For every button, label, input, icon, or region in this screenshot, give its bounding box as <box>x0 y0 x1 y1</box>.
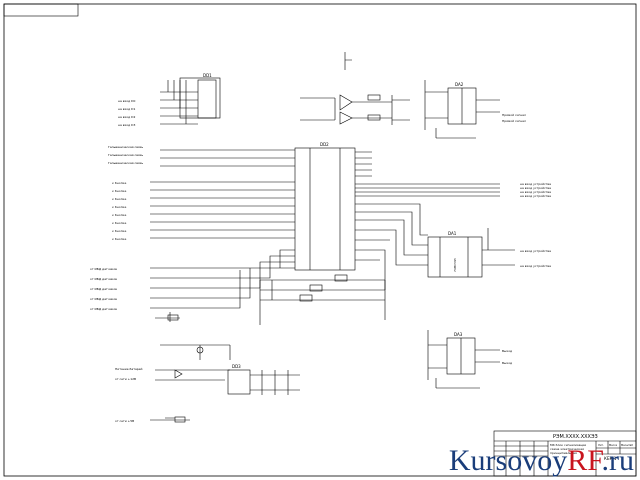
right-row-labels: на вход устройства на вход устройства на… <box>520 182 551 198</box>
stamp-mass-label: Масса <box>609 443 617 447</box>
left-mid-label: Гальваническая связь <box>108 161 143 165</box>
left-key-label: к Кнопке <box>112 189 126 193</box>
stamp-sheet-label: Лит. <box>598 443 604 447</box>
left-mid-label: Гальваническая связь <box>108 153 143 157</box>
left-key-label: к Кнопке <box>112 181 126 185</box>
stamp-title: РЭМ.ХХХХ.ХХХЭЗ <box>553 434 598 440</box>
watermark-tail: .ru <box>601 444 635 477</box>
chip-dd3-label: DD3 <box>232 364 241 369</box>
left-key-label: к Кнопке <box>112 197 126 201</box>
left-bottom-label: от сети +12В <box>115 377 136 381</box>
left-sensor-label: от ИБД датчиков <box>90 287 117 291</box>
stamp-group: КБК-1 <box>604 456 617 461</box>
left-bottom-label: Питание батарей <box>115 367 143 371</box>
stamp-scale-label: Масштаб <box>621 443 633 447</box>
left-bottom-label: от сети +5В <box>115 419 134 423</box>
chip-da3-label: DA3 <box>454 332 463 337</box>
watermark-accent: RF <box>567 444 602 477</box>
wiring <box>150 52 515 423</box>
left-bottom-labels: Питание батарей от сети +12В от сети +5В <box>115 367 143 423</box>
left-key-label: к Кнопке <box>112 229 126 233</box>
right-bottom-label: Выход <box>502 361 512 365</box>
right-top-label: Прямой сигнал <box>502 119 526 123</box>
right-row-label: на вход устройства <box>520 186 551 190</box>
left-sensor-label: от ИБД датчиков <box>90 277 117 281</box>
stamp-doc-line1: МК блок сигнализации <box>550 443 586 447</box>
left-key-label: к Кнопке <box>112 205 126 209</box>
left-sensor-labels: от ИБД датчиков от ИБД датчиков от ИБД д… <box>90 267 117 311</box>
right-row-label: на вход устройства <box>520 182 551 186</box>
chip-da1-body: 74HC595 <box>453 258 457 272</box>
stamp-doc-line3: принципиальная <box>550 451 577 455</box>
chip-da1-label: DA1 <box>448 231 457 236</box>
right-row-label: на вход устройства <box>520 194 551 198</box>
chip-dd1-label: DD1 <box>203 73 212 78</box>
right-da1-label: на вход устройства <box>520 264 551 268</box>
left-key-label: к Кнопке <box>112 221 126 225</box>
title-block <box>493 430 637 477</box>
site-watermark: KursovoyRF.ru <box>449 444 634 478</box>
stamp-doc-line2: схема электрическая <box>550 447 584 451</box>
chip-dd2-label: DD2 <box>320 142 329 147</box>
right-da1-label: на вход устройства <box>520 249 551 253</box>
top-left-code-box <box>3 3 79 17</box>
left-key-label: к Кнопке <box>112 237 126 241</box>
right-da1-labels: на вход устройства на вход устройства <box>520 249 551 268</box>
watermark-main: Kursovoy <box>448 444 568 477</box>
left-mid-labels: Гальваническая связь Гальваническая связ… <box>108 145 143 165</box>
left-top-labels: на вход D0 на вход D1 на вход D2 на вход… <box>118 99 135 127</box>
left-top-label: на вход D2 <box>118 115 135 119</box>
sheet-frame <box>3 3 637 477</box>
right-row-label: на вход устройства <box>520 190 551 194</box>
right-bottom-label: Выход <box>502 349 512 353</box>
left-sensor-label: от ИБД датчиков <box>90 267 117 271</box>
right-top-labels: Прямой сигнал Прямой сигнал <box>502 113 526 123</box>
left-top-label: на вход D0 <box>118 99 135 103</box>
right-bottom-labels: Выход Выход <box>502 349 512 365</box>
left-key-labels: к Кнопке к Кнопке к Кнопке к Кнопке к Кн… <box>112 181 126 241</box>
left-key-label: к Кнопке <box>112 213 126 217</box>
left-sensor-label: от ИБД датчиков <box>90 297 117 301</box>
left-sensor-label: от ИБД датчиков <box>90 307 117 311</box>
chip-da2-label: DA2 <box>455 82 464 87</box>
right-top-label: Прямой сигнал <box>502 113 526 117</box>
left-top-label: на вход D3 <box>118 123 135 127</box>
left-top-label: на вход D1 <box>118 107 135 111</box>
left-mid-label: Гальваническая связь <box>108 145 143 149</box>
